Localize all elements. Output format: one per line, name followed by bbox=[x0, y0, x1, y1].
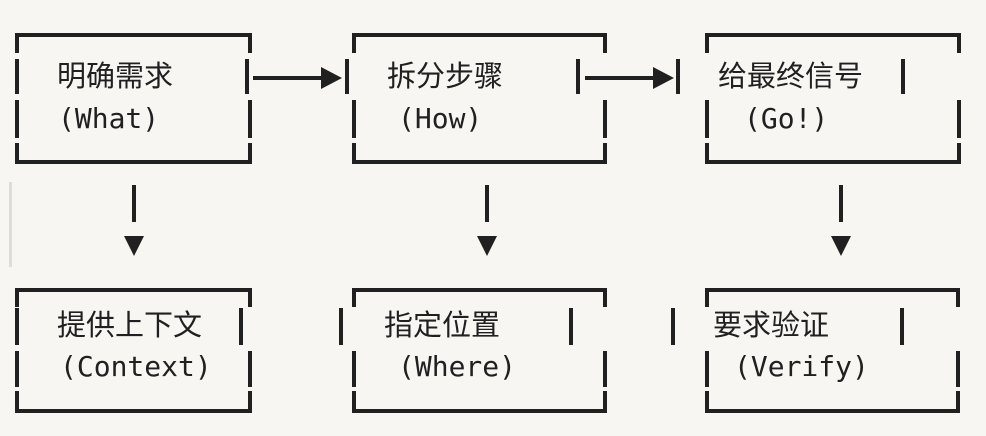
box-corner bbox=[956, 288, 960, 307]
box-corner bbox=[603, 288, 607, 307]
box-corner bbox=[603, 391, 607, 413]
box-left-border-segment bbox=[705, 100, 709, 138]
box-bottom-border bbox=[705, 409, 960, 413]
box-right-border-segment bbox=[603, 351, 607, 387]
box-corner bbox=[705, 33, 709, 53]
box-bottom-border bbox=[352, 409, 607, 413]
box-corner bbox=[15, 391, 19, 413]
right-arrow-icon bbox=[321, 67, 342, 89]
down-arrow-icon bbox=[477, 236, 497, 256]
box-corner bbox=[352, 391, 356, 413]
box-bottom-border bbox=[705, 160, 961, 164]
faint-left-line bbox=[9, 182, 12, 267]
box-title: 给最终信号 bbox=[718, 59, 864, 93]
box-corner bbox=[248, 33, 252, 53]
box-right-border-segment bbox=[248, 351, 252, 387]
box-corner bbox=[705, 391, 709, 413]
box-subtitle: (Go!) bbox=[744, 102, 829, 135]
box-corner bbox=[248, 391, 252, 413]
box-top-border bbox=[352, 288, 607, 292]
box-title: 指定位置 bbox=[384, 308, 501, 342]
box-corner bbox=[248, 143, 252, 164]
box-title: 拆分步骤 bbox=[387, 59, 504, 93]
box-left-border-segment bbox=[339, 308, 343, 345]
box-top-border bbox=[15, 288, 252, 292]
box-title: 要求验证 bbox=[713, 308, 830, 342]
box-right-border-segment bbox=[569, 308, 573, 345]
box-top-border bbox=[705, 33, 961, 37]
box-right-border-segment bbox=[248, 100, 252, 138]
box-left-border-segment bbox=[15, 100, 19, 138]
arrow-line bbox=[253, 76, 321, 80]
box-left-border-segment bbox=[15, 351, 19, 387]
arrow-line bbox=[585, 76, 653, 80]
box-right-border-segment bbox=[900, 308, 904, 345]
box-corner bbox=[15, 33, 19, 53]
box-title: 提供上下文 bbox=[57, 308, 203, 342]
box-corner bbox=[957, 33, 961, 53]
box-left-border-segment bbox=[352, 351, 356, 387]
down-arrow-icon bbox=[124, 236, 144, 256]
box-subtitle: (Where) bbox=[398, 350, 517, 383]
box-title: 明确需求 bbox=[57, 59, 174, 93]
box-top-border bbox=[705, 288, 960, 292]
box-right-border-segment bbox=[576, 59, 580, 94]
box-right-border-segment bbox=[603, 100, 607, 138]
box-bottom-border bbox=[352, 160, 607, 164]
box-corner bbox=[603, 33, 607, 53]
box-left-border-segment bbox=[676, 59, 680, 94]
arrow-line bbox=[485, 185, 489, 222]
box-corner bbox=[352, 143, 356, 164]
box-right-border-segment bbox=[957, 100, 961, 138]
box-subtitle: (What) bbox=[58, 102, 160, 135]
box-left-border-segment bbox=[345, 59, 349, 94]
box-bottom-border bbox=[15, 409, 252, 413]
box-corner bbox=[248, 288, 252, 307]
box-top-border bbox=[352, 33, 607, 37]
box-corner bbox=[15, 288, 19, 307]
box-subtitle: (How) bbox=[398, 102, 483, 135]
box-left-border-segment bbox=[671, 308, 675, 345]
box-corner bbox=[15, 143, 19, 164]
box-subtitle: (Context) bbox=[60, 350, 212, 383]
box-right-border-segment bbox=[239, 308, 243, 345]
box-right-border-segment bbox=[245, 59, 249, 94]
box-corner bbox=[352, 33, 356, 53]
arrow-line bbox=[132, 185, 136, 222]
box-right-border-segment bbox=[901, 59, 905, 94]
box-corner bbox=[956, 391, 960, 413]
box-right-border-segment bbox=[956, 351, 960, 387]
box-corner bbox=[603, 143, 607, 164]
box-top-border bbox=[15, 33, 252, 37]
down-arrow-icon bbox=[831, 236, 851, 256]
box-bottom-border bbox=[15, 160, 252, 164]
box-corner bbox=[705, 288, 709, 307]
box-left-border-segment bbox=[15, 59, 19, 94]
box-left-border-segment bbox=[705, 351, 709, 387]
box-corner bbox=[352, 288, 356, 307]
box-subtitle: (Verify) bbox=[734, 350, 869, 383]
box-corner bbox=[705, 143, 709, 164]
arrow-line bbox=[839, 185, 843, 222]
box-left-border-segment bbox=[352, 100, 356, 138]
right-arrow-icon bbox=[653, 67, 674, 89]
box-left-border-segment bbox=[15, 308, 19, 345]
box-corner bbox=[957, 143, 961, 164]
